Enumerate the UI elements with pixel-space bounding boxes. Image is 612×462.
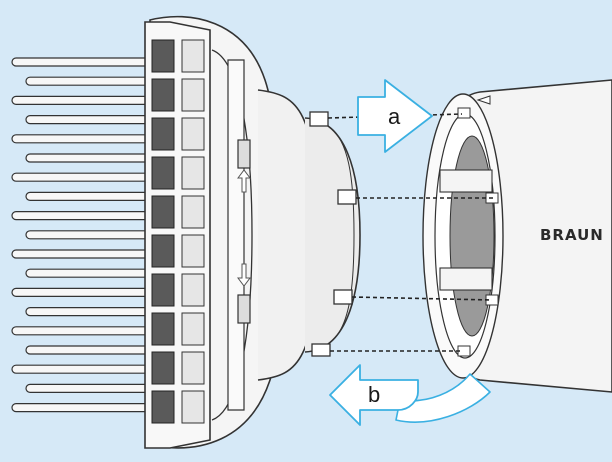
vent-dark xyxy=(151,39,175,73)
vent-dark xyxy=(151,351,175,385)
vent-light xyxy=(181,117,205,151)
lug-top xyxy=(309,111,329,127)
comb-tooth xyxy=(11,134,161,144)
brand-logo: BRAUN xyxy=(540,226,604,244)
vent-dark xyxy=(151,312,175,346)
vent-light xyxy=(181,351,205,385)
vent-dark xyxy=(151,117,175,151)
label-b: b xyxy=(368,382,380,407)
lug-bottom xyxy=(311,343,331,357)
lug-lower xyxy=(333,289,353,305)
comb-tooth xyxy=(11,403,161,413)
lug-upper xyxy=(337,189,357,205)
comb-teeth xyxy=(11,57,161,413)
comb-tooth xyxy=(11,326,161,336)
comb-tooth xyxy=(11,211,161,221)
alignment-lines xyxy=(327,113,494,352)
comb-tooth xyxy=(25,307,161,317)
comb-tooth xyxy=(25,153,161,163)
vent-light xyxy=(181,39,205,73)
arrow-down-icon xyxy=(237,263,251,287)
vent-light xyxy=(181,312,205,346)
comb-tooth xyxy=(25,345,161,355)
vent-dark xyxy=(151,273,175,307)
comb-vents-dark xyxy=(151,39,175,424)
vent-dark xyxy=(151,390,175,424)
vent-light xyxy=(181,156,205,190)
vent-dark xyxy=(151,234,175,268)
comb-tooth xyxy=(25,383,161,393)
label-a: a xyxy=(388,104,401,129)
arrow-a-icon: a xyxy=(357,79,433,153)
vent-dark xyxy=(151,78,175,112)
arrow-up-icon xyxy=(237,169,251,193)
comb-tooth xyxy=(25,76,161,86)
comb-tooth xyxy=(25,191,161,201)
comb-tooth xyxy=(11,172,161,182)
comb-tooth xyxy=(25,230,161,240)
vent-light xyxy=(181,78,205,112)
vent-dark xyxy=(151,156,175,190)
comb-attachment xyxy=(144,15,361,449)
vent-dark xyxy=(151,195,175,229)
vent-light xyxy=(181,234,205,268)
comb-tooth xyxy=(11,57,161,67)
vent-light xyxy=(181,273,205,307)
comb-tooth xyxy=(25,268,161,278)
dryer-body: BRAUN xyxy=(422,79,612,393)
comb-tooth xyxy=(25,114,161,125)
rotation-arrow-b-icon: b xyxy=(329,364,491,426)
comb-tooth xyxy=(11,249,161,259)
comb-tooth xyxy=(11,95,161,106)
comb-tooth xyxy=(11,287,161,297)
vent-light xyxy=(181,195,205,229)
comb-vents-light xyxy=(181,39,205,424)
comb-tooth xyxy=(11,364,161,374)
vent-light xyxy=(181,390,205,424)
